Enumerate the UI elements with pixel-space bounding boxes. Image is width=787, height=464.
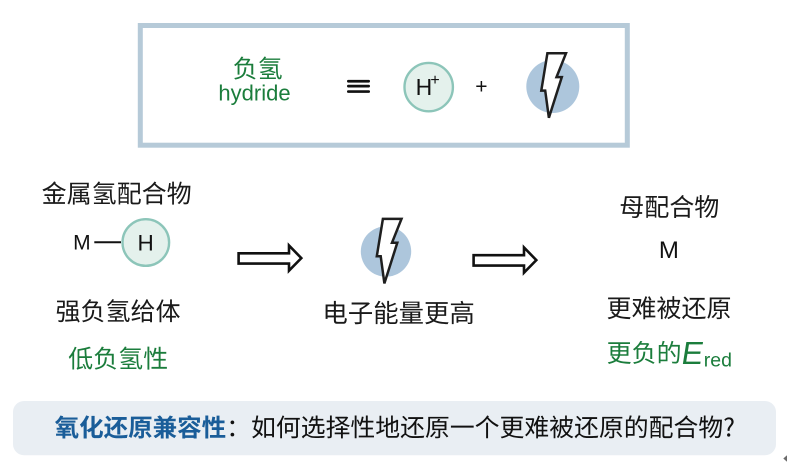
svg-text:H: H [138, 230, 154, 255]
svg-text:H: H [416, 74, 433, 100]
svg-text:M: M [659, 237, 679, 264]
svg-text:hydride: hydride [218, 81, 290, 106]
svg-text:+: + [475, 76, 487, 99]
svg-text:+: + [430, 72, 439, 89]
svg-text:red: red [704, 349, 732, 371]
svg-text:M: M [73, 232, 91, 255]
